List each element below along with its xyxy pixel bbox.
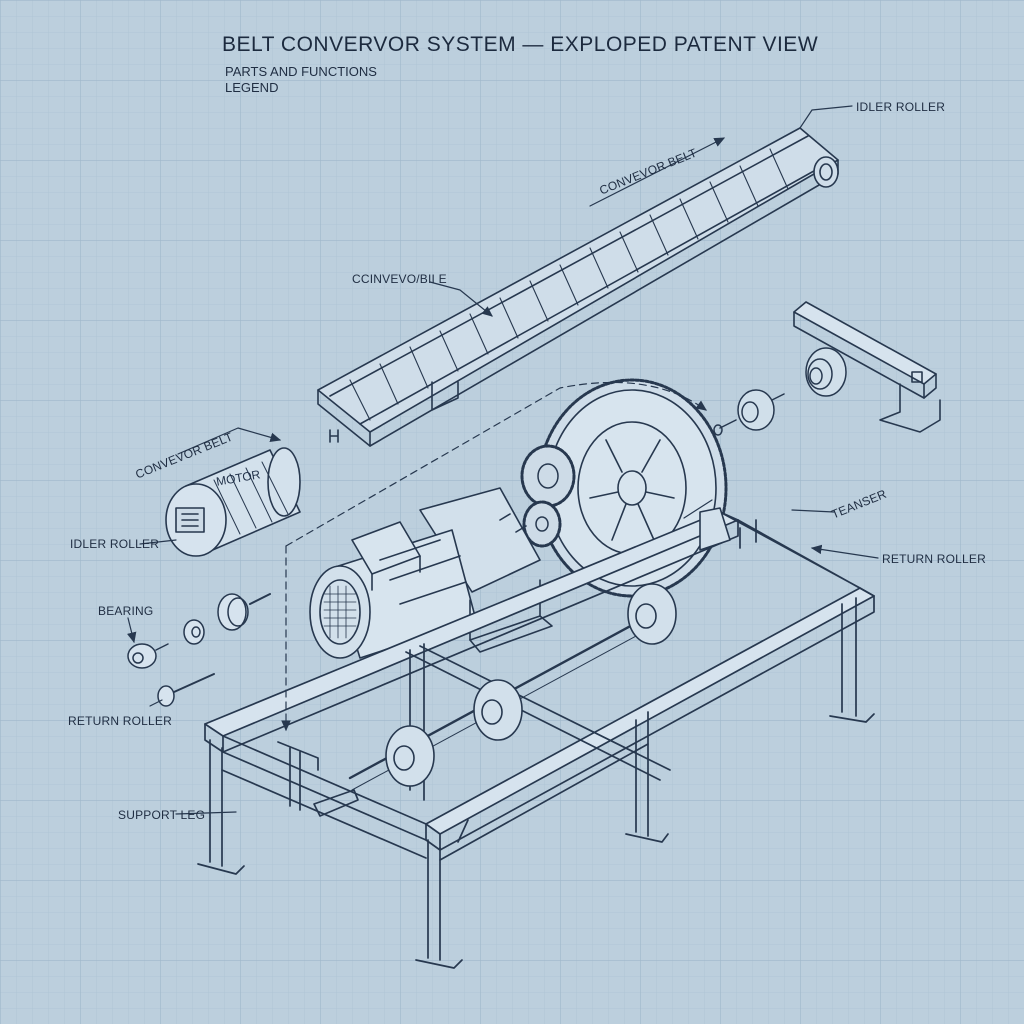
legend-subheading: LEGEND	[225, 80, 279, 95]
drive-motor	[309, 487, 553, 659]
leader-lines	[127, 105, 879, 815]
label-return-roller-left: RETURN ROLLER	[68, 714, 172, 728]
legend-heading: PARTS AND FUNCTIONS	[225, 64, 377, 79]
page-title: BELT CONVERVOR SYSTEM — EXPLOPED PATENT …	[222, 33, 819, 56]
label-support-leg: SUPPORT LEG	[118, 808, 206, 822]
left-bearings	[127, 593, 271, 707]
return-rollers	[348, 507, 731, 791]
legend: PARTS AND FUNCTIONS LEGEND	[225, 64, 395, 96]
conveyor-belt-bed	[317, 127, 839, 447]
label-bearing: BEARING	[98, 604, 154, 618]
small-gears	[520, 444, 576, 548]
support-frame	[197, 511, 875, 969]
bearing-assembly-right	[713, 347, 847, 436]
label-idler-roller-left: IDLER ROLLER	[70, 537, 160, 551]
label-conveyor-belt-mid: CCINVEVO/BII E	[352, 272, 447, 286]
left-motor-housing	[165, 447, 301, 557]
end-rail	[793, 301, 941, 433]
label-return-roller-right: RETURN ROLLER	[882, 552, 986, 566]
label-idler-roller-top: IDLER ROLLER	[856, 100, 946, 114]
